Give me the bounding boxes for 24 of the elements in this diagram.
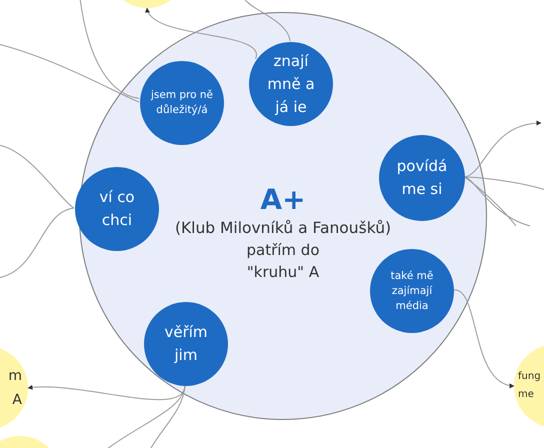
topic-label: m A bbox=[7, 367, 22, 410]
topic-label: také mě zajímají média bbox=[390, 268, 434, 314]
connector bbox=[146, 8, 257, 60]
topic-label: ví co chci bbox=[98, 187, 136, 231]
connector bbox=[464, 176, 530, 226]
connector bbox=[244, 0, 290, 42]
topic-label: jsem pro ně důležitý/á bbox=[150, 88, 214, 118]
connector bbox=[80, 0, 140, 99]
connector bbox=[28, 384, 186, 400]
circle-title: A+ bbox=[260, 183, 306, 217]
connector bbox=[0, 208, 74, 278]
connector bbox=[150, 384, 186, 448]
topic-label: věřím jim bbox=[163, 322, 209, 366]
topic-label: povídá me si bbox=[396, 156, 448, 200]
connector bbox=[0, 144, 74, 208]
connector bbox=[464, 176, 516, 226]
topic-label: znají mně a já ie bbox=[266, 50, 316, 118]
connector bbox=[464, 176, 544, 190]
connector bbox=[452, 290, 514, 388]
circle-subtitle: (Klub Milovníků a Fanoušků) bbox=[174, 218, 392, 239]
connector bbox=[0, 44, 140, 102]
circle-note: patřím do "kruhu" A bbox=[245, 240, 320, 283]
topic-label: fung me bbox=[518, 370, 542, 402]
connector bbox=[464, 120, 542, 178]
